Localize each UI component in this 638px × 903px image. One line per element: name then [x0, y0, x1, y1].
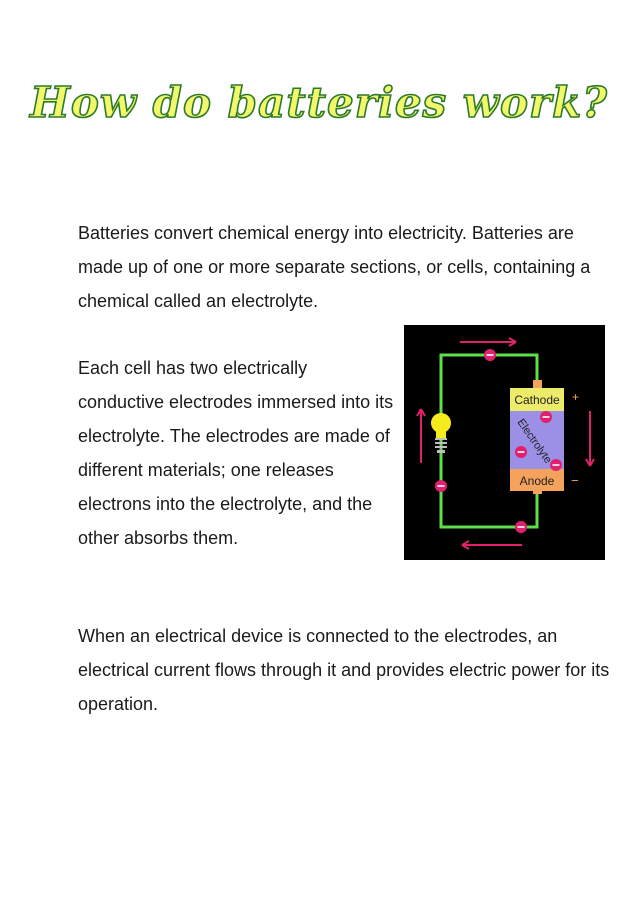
- minus-sign: −: [571, 473, 579, 488]
- anode-block: [510, 469, 564, 491]
- electron-cell-1: [540, 411, 552, 423]
- electron-bottom: [515, 521, 527, 533]
- diagram-background: [404, 325, 605, 560]
- electron-cell-3: [550, 459, 562, 471]
- paragraph-current: When an electrical device is connected t…: [78, 626, 610, 714]
- circuit-wire: [439, 353, 539, 529]
- paragraph-intro: Batteries convert chemical energy into e…: [78, 223, 591, 311]
- arrow-left-icon: [461, 540, 522, 550]
- arrow-right-icon: [460, 337, 517, 347]
- anode-label: Anode: [520, 474, 555, 488]
- plus-sign: +: [572, 390, 579, 404]
- light-bulb-icon: [431, 413, 451, 453]
- arrow-down-icon: [585, 411, 595, 467]
- arrow-up-icon: [416, 408, 426, 463]
- paragraph-electrodes: Each cell has two electrically conductiv…: [78, 358, 394, 548]
- electron-left: [435, 480, 447, 492]
- page-title: How do batteries work?: [29, 77, 608, 128]
- electron-cell-2: [515, 446, 527, 458]
- cathode-terminal: [533, 380, 542, 390]
- cathode-block: [510, 388, 564, 411]
- cathode-label: Cathode: [514, 393, 560, 407]
- battery-diagram: Cathode Anode Electrolyte + −: [404, 325, 605, 560]
- electron-top: [484, 349, 496, 361]
